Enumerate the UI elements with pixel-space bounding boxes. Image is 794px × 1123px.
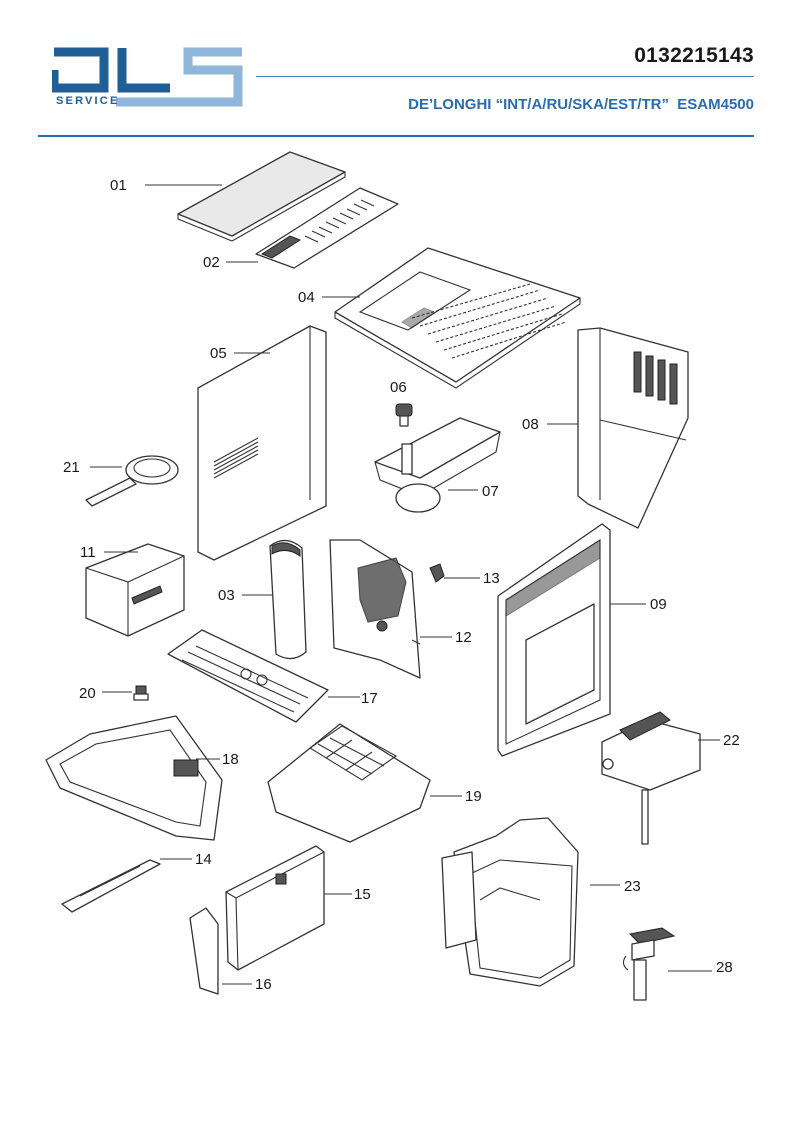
part-13-clip (429, 563, 480, 583)
label-18: 18 (222, 751, 239, 768)
label-06: 06 (390, 379, 407, 396)
label-08: 08 (522, 416, 539, 433)
part-17-drip-tray-grille (167, 629, 360, 723)
label-15: 15 (354, 886, 371, 903)
part-02-cup-grille (226, 187, 399, 269)
label-03: 03 (218, 587, 235, 604)
part-20-foot (102, 685, 149, 701)
exploded-parts-diagram: 01 02 04 (45, 151, 740, 1001)
label-16: 16 (255, 976, 272, 993)
part-23-jug (441, 817, 620, 987)
part-14-slide-bar (61, 858, 192, 913)
part-05-left-side-panel (197, 325, 327, 561)
part-15-water-tank (225, 845, 352, 971)
label-19: 19 (465, 788, 482, 805)
dls-service-logo: SERVICE (52, 47, 243, 107)
label-09: 09 (650, 596, 667, 613)
part-19-base-frame (267, 723, 462, 843)
part-12-coffee-dispenser (329, 539, 452, 679)
part-09-front-panel (497, 523, 646, 757)
label-21: 21 (63, 459, 80, 476)
part-07-coffee-funnel (374, 417, 501, 513)
part-11-grounds-container (85, 543, 185, 637)
label-13: 13 (483, 570, 500, 587)
label-12: 12 (455, 629, 472, 646)
label-02: 02 (203, 254, 220, 271)
part-28-connector (622, 927, 712, 1001)
label-04: 04 (298, 289, 315, 306)
label-22: 22 (723, 732, 740, 749)
label-17: 17 (361, 690, 378, 707)
label-01: 01 (110, 177, 127, 194)
part-21-measuring-scoop (85, 455, 179, 507)
part-03-front-column (242, 539, 307, 660)
label-05: 05 (210, 345, 227, 362)
part-08-rear-panel (547, 327, 689, 529)
label-23: 23 (624, 878, 641, 895)
model-line: DE’LONGHI “INT/A/RU/SKA/EST/TR” ESAM4500 (408, 96, 754, 113)
part-18-drip-tray (45, 715, 223, 841)
logo-service-text: SERVICE (56, 95, 120, 107)
part-04-top-plate (322, 247, 581, 389)
label-11: 11 (80, 544, 96, 561)
part-22-heating-assembly (601, 711, 720, 845)
label-14: 14 (195, 851, 212, 868)
label-07: 07 (482, 483, 499, 500)
part-01-top-cover (145, 151, 346, 242)
header-rule-top (256, 76, 754, 77)
label-28: 28 (716, 959, 733, 976)
part-16-side-cover (189, 907, 252, 995)
part-06-knob (395, 403, 413, 427)
document-number: 0132215143 (634, 44, 754, 67)
label-20: 20 (79, 685, 96, 702)
header-rule-main (38, 135, 754, 137)
